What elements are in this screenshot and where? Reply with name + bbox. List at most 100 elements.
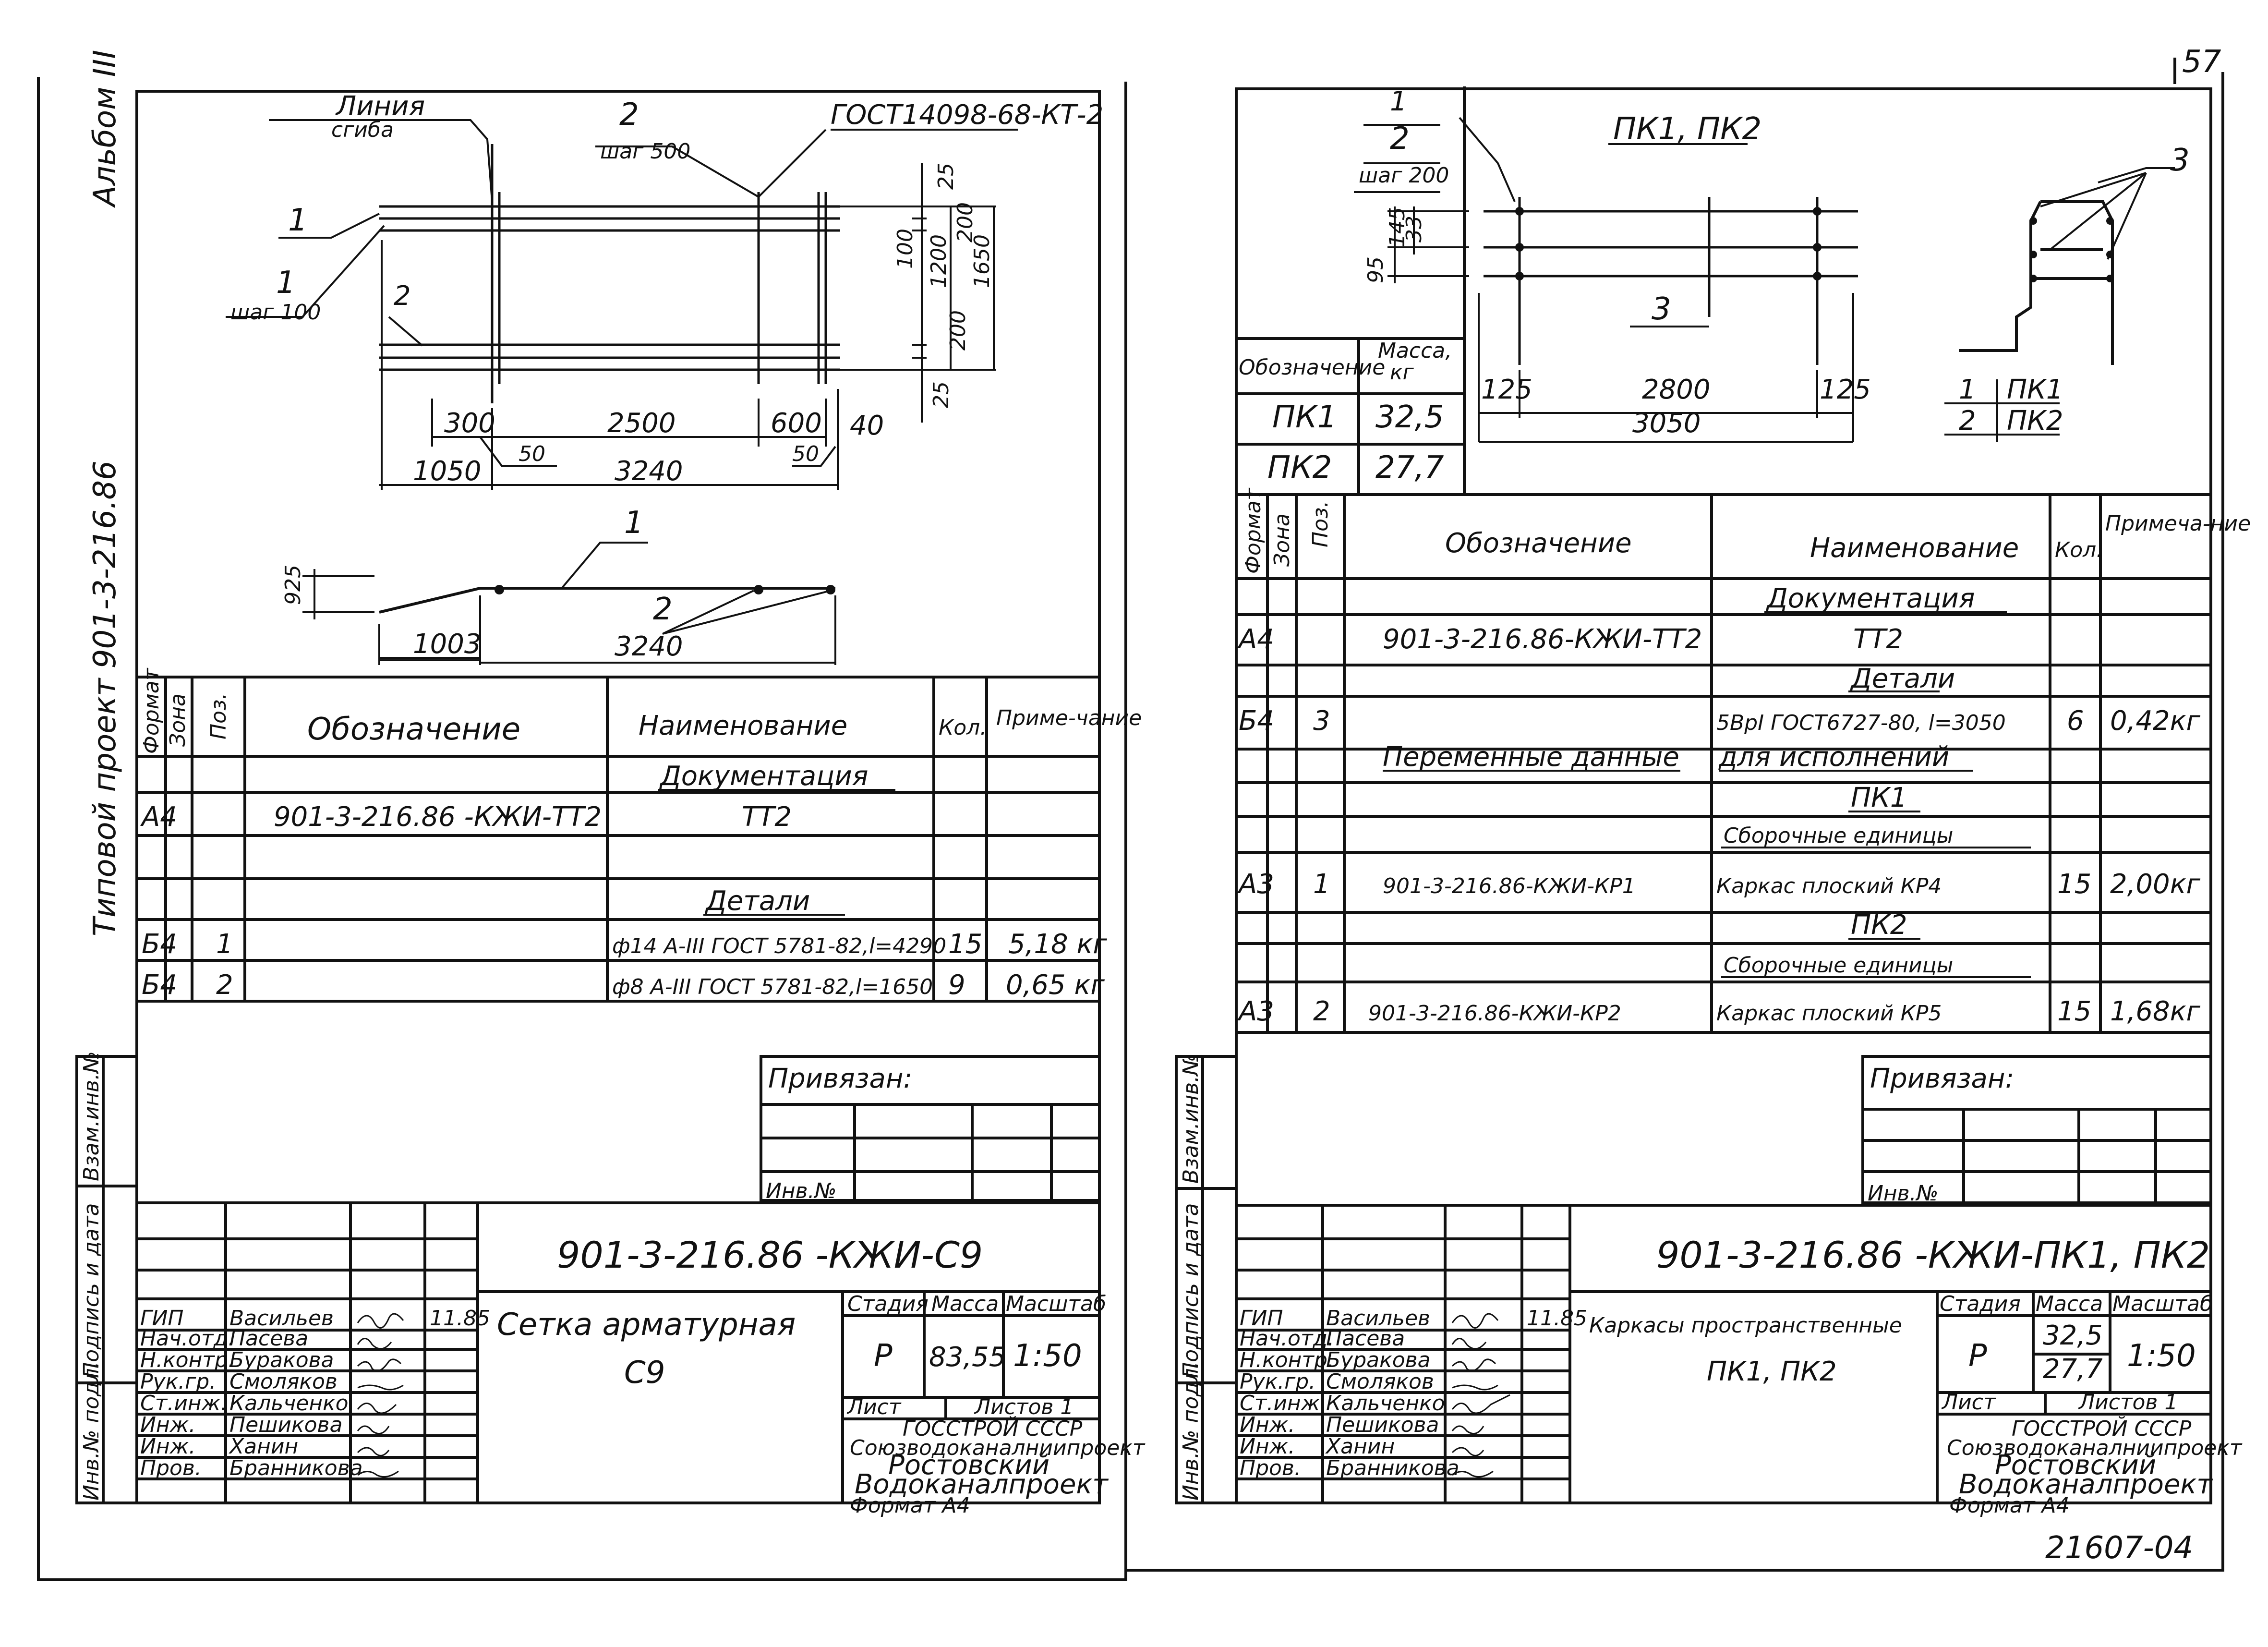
dim-1200: 1200 [927,234,951,288]
r-legend-1-n: 1 [1959,374,1976,405]
r-spec-row-1-designation: 901-3-216.86-КЖИ-ТТ2 [1383,624,1702,655]
r-scale-value: 1:50 [2127,1338,2196,1374]
r-stamp-title-1: Каркасы пространственные [1589,1313,1902,1338]
stage-header: Стадия [847,1292,929,1316]
name-6: Ханин [229,1434,298,1459]
name-3: Смоляков [229,1369,338,1394]
r-stamp-date: 11.85 [1527,1306,1587,1331]
spec-row-5-format: Б4 [142,969,177,1001]
r-spec-row-1-name: ТТ2 [1853,624,1903,655]
r-spec-row-3-format: Б4 [1239,705,1274,737]
spec-row-1-name: ТТ2 [742,801,792,833]
r-dim-95: 95 [1363,256,1388,283]
r-side-label-sign: Подпись и дата [1179,1203,1203,1378]
spec-row-4-format: Б4 [142,929,177,960]
r-format-label: Формат А4 [1949,1493,2070,1518]
spec-row-5-qty: 9 [948,969,965,1001]
r-pos-3-section: 3 [2170,143,2190,178]
mass-row-0-name: ПК1 [1272,400,1337,435]
r-spec-h-zone: Зона [1270,513,1294,567]
dim-2500: 2500 [607,408,676,439]
name-0: Васильев [229,1306,334,1331]
scale-value: 1:50 [1013,1338,1082,1374]
pos-1-step: шаг 100 [230,300,321,325]
dim-300: 300 [444,408,495,439]
role-2: Н.контр. [140,1348,235,1372]
r-name-5: Пешикова [1326,1413,1439,1437]
r-side-label-replace: Взам.инв.№ [1179,1054,1203,1184]
r-spec-row-3-qty: 6 [2067,705,2084,737]
spec-row-5-note: 0,65 кг [1006,969,1105,1001]
mass-row-0-val: 32,5 [1375,400,1444,435]
dim-50b: 50 [792,442,819,466]
r-mass-header: Масса [2036,1292,2103,1316]
r-spec-row-6-name: Сборочные единицы [1724,824,1953,848]
r-org-line-1: ГОССТРОЙ СССР [2012,1416,2192,1441]
r-role-0: ГИП [1240,1306,1283,1331]
r-spec-h-note: Примеча-ние [2105,511,2251,536]
project-label: Типовой проект 901-3-216.86 [87,460,123,936]
role-6: Инж. [140,1434,195,1459]
org-line-4: Водоканалпроект [855,1469,1109,1500]
role-5: Инж. [140,1413,195,1437]
spec-row-1-format: А4 [140,801,177,833]
spec-row-1-designation: 901-3-216.86 -КЖИ-ТТ2 [274,801,602,833]
mass-row-1-val: 27,7 [1375,450,1444,485]
pos-2-label-b: 2 [394,280,411,312]
r-spec-row-7-designation: 901-3-216.86-КЖИ-КР1 [1383,874,1636,898]
gost-label: ГОСТ14098-68-КТ-2 [831,99,1103,131]
r-sheet-header: Лист [1941,1390,1996,1415]
side-pos-1: 1 [624,505,644,541]
spec-row-5-name: ф8 А-III ГОСТ 5781-82,l=1650 [612,975,933,999]
r-spec-row-10-format: А3 [1237,996,1274,1027]
spec-h-format: Формат [139,667,164,754]
org-line-2: Союзводоканалниипроект [850,1436,1146,1460]
r-title: ПК1, ПК2 [1613,111,1761,147]
r-dim-125a: 125 [1481,374,1532,405]
spec-row-4-note: 5,18 кг [1008,929,1107,960]
r-dim-2800: 2800 [1642,374,1711,405]
r-spec-row-10-designation: 901-3-216.86-КЖИ-КР2 [1368,1001,1621,1026]
role-7: Пров. [140,1456,202,1480]
format-label: Формат А4 [850,1493,970,1518]
r-role-6: Инж. [1240,1434,1295,1459]
stamp-title-1: Сетка арматурная [497,1307,796,1343]
r-sheets-header: Листов 1 [2078,1390,2178,1415]
r-spec-row-7-format: А3 [1237,869,1274,900]
name-1: Пасева [229,1326,308,1351]
spec-row-4-name: ф14 А-III ГОСТ 5781-82,l=4290 [612,934,946,958]
r-role-4: Ст.инж. [1240,1391,1327,1416]
r-spec-row-7-pos: 1 [1313,869,1330,900]
r-dim-145: 145 [1385,207,1410,247]
name-2: Буракова [229,1348,334,1372]
r-spec-row-9-name: Сборочные единицы [1724,953,1953,978]
dim-1003: 1003 [413,629,482,660]
bend-line-label-2: сгиба [331,118,394,142]
sheets-header: Листов 1 [974,1395,1074,1419]
r-name-7: Бранникова [1326,1456,1460,1480]
spec-h-qty: Кол. [939,715,987,740]
dim-925: 925 [281,565,305,605]
r-mass-value-1: 32,5 [2043,1320,2103,1351]
r-dim-3050: 3050 [1632,408,1701,439]
r-spec-row-0-name: Документация [1765,583,1975,614]
r-role-5: Инж. [1240,1413,1295,1437]
r-legend-2-n: 2 [1959,405,1976,436]
spec-row-5-pos: 2 [216,969,233,1001]
dim-3240: 3240 [615,456,683,487]
r-spec-row-10-pos: 2 [1313,996,1330,1027]
dim-50a: 50 [519,442,545,466]
spec-row-0-name: Документация [659,761,868,792]
r-spec-row-4-name: для исполнений [1718,741,1949,773]
spec-row-3-name: Детали [704,885,810,917]
role-3: Рук.гр. [140,1369,216,1394]
r-legend-1-v: ПК1 [2007,374,2063,405]
r-pos-2: 2 [1390,121,1410,157]
r-role-7: Пров. [1240,1456,1301,1480]
r-spec-h-qty: Кол. [2055,538,2103,562]
dim-25a: 25 [934,163,958,190]
sheet-header: Лист [846,1395,902,1419]
r-name-6: Ханин [1325,1434,1395,1459]
r-spec-row-3-name: 5ВрI ГОСТ6727-80, l=3050 [1716,711,2006,735]
